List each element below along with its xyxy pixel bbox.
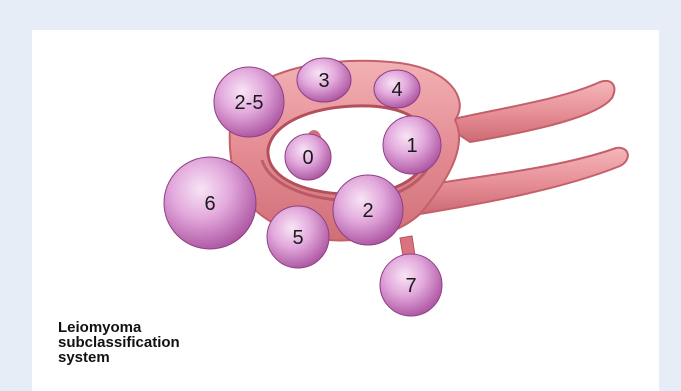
figure-caption: Leiomyoma subclassification system — [58, 320, 298, 365]
fibroid-2: 2 — [333, 175, 403, 245]
svg-text:4: 4 — [391, 79, 402, 101]
fibroid-7: 7 — [380, 254, 442, 316]
fibroid-4: 4 — [374, 70, 420, 108]
fibroid-6: 6 — [164, 157, 256, 249]
caption-line-1: Leiomyoma — [58, 320, 298, 335]
fibroid-0: 0 — [285, 134, 331, 180]
svg-text:0: 0 — [302, 147, 313, 169]
fibroid-3: 3 — [297, 58, 351, 102]
svg-text:6: 6 — [204, 193, 215, 215]
svg-text:1: 1 — [406, 135, 417, 157]
fibroid-2-5: 2-5 — [214, 67, 284, 137]
svg-text:2-5: 2-5 — [235, 92, 264, 114]
fibroid-1: 1 — [383, 116, 441, 174]
fibroid-5: 5 — [267, 206, 329, 268]
upper-tube — [440, 81, 614, 142]
caption-line-2: subclassification — [58, 335, 298, 350]
svg-text:2: 2 — [362, 200, 373, 222]
svg-text:7: 7 — [405, 275, 416, 297]
svg-text:5: 5 — [292, 227, 303, 249]
caption-line-3: system — [58, 350, 298, 365]
svg-text:3: 3 — [318, 70, 329, 92]
